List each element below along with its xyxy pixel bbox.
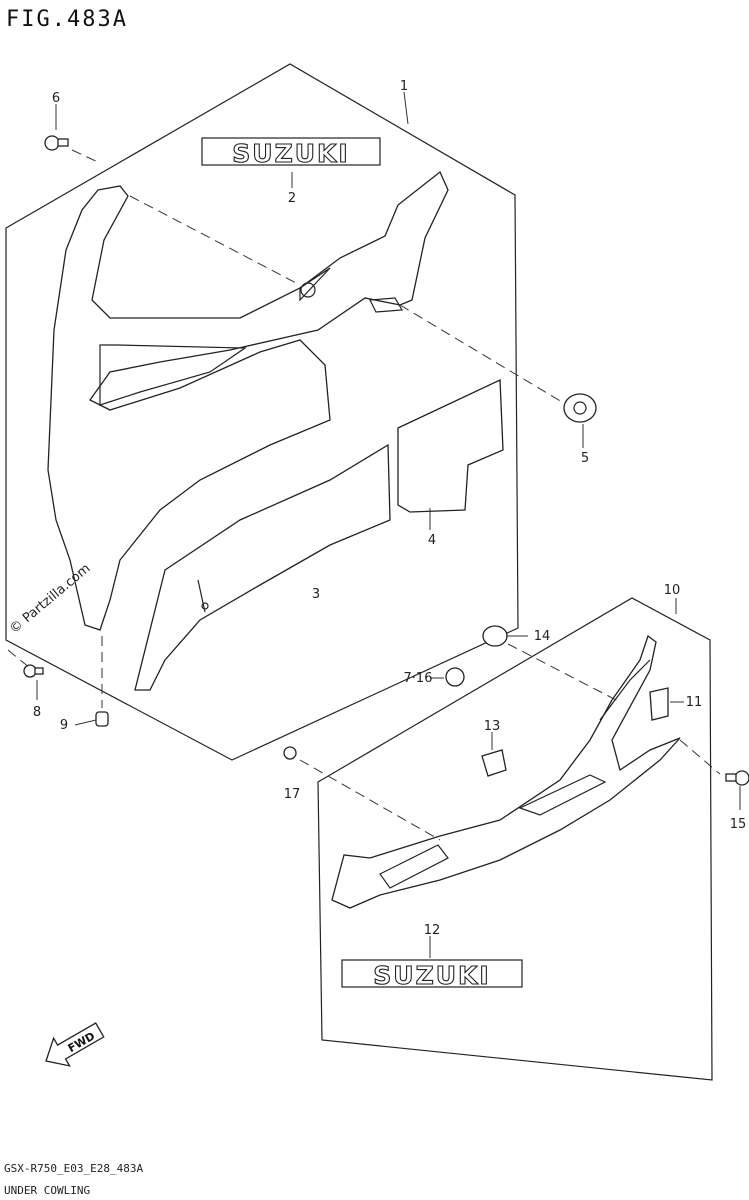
under-cowling-right-panel — [331, 634, 681, 909]
callout-5: 5 — [581, 451, 589, 466]
fwd-arrow: FWD — [45, 1022, 105, 1067]
decal-2-plate — [201, 137, 381, 166]
right-panel-edge — [599, 659, 651, 721]
assembly-outline-10 — [317, 597, 713, 1081]
callout-9: 9 — [60, 718, 68, 733]
callout-3: 3 — [312, 587, 320, 602]
callout-2: 2 — [288, 191, 296, 206]
grommet — [563, 393, 597, 423]
callout-1: 1 — [400, 79, 408, 94]
leader-8 — [7, 649, 31, 669]
figure-title: FIG.483A — [6, 7, 128, 32]
callout-6: 6 — [52, 91, 60, 106]
assembly-outline-1 — [5, 63, 519, 761]
grommet-14 — [482, 625, 508, 647]
decal-12-plate — [341, 959, 523, 988]
right-panel-recess — [379, 844, 449, 889]
clip-13 — [481, 749, 507, 777]
leader-15 — [679, 739, 721, 775]
callout-15: 15 — [730, 817, 747, 832]
cushion-pad — [397, 378, 504, 513]
leader-grommet — [129, 195, 301, 286]
callout-11: 11 — [686, 695, 703, 710]
callout-4: 4 — [428, 533, 436, 548]
grommet-hole — [300, 282, 316, 298]
nut-7-16 — [445, 667, 465, 687]
right-panel-slot — [518, 774, 607, 816]
leader-6 — [71, 149, 101, 164]
leader-17 — [299, 759, 441, 841]
under-cowling-inner-panel — [134, 443, 391, 691]
callout-13: 13 — [484, 719, 501, 734]
fastener-15-shank — [725, 773, 737, 782]
callout-7-16: 7·16 — [404, 671, 433, 686]
grommet-center — [573, 401, 587, 415]
panel-inner-recess — [99, 344, 247, 406]
figure-caption: UNDER COWLING — [4, 1184, 90, 1197]
model-code: GSX-R750_E03_E28_483A — [4, 1162, 143, 1175]
callout-17: 17 — [284, 787, 301, 802]
callout-12: 12 — [424, 923, 441, 938]
fastener-15 — [734, 770, 749, 786]
leader-line-9 — [74, 719, 97, 726]
leader-5 — [399, 304, 563, 403]
leader-14 — [507, 643, 621, 703]
screw-6-shank — [57, 138, 69, 147]
clip-9 — [95, 711, 109, 727]
screw-17 — [283, 746, 297, 760]
leader-line-1 — [403, 91, 409, 125]
panel-hole — [201, 602, 209, 610]
suzuki-decal-lower: SUZUKI — [373, 961, 490, 990]
pad-11 — [649, 687, 669, 721]
suzuki-decal-upper: SUZUKI — [232, 139, 349, 168]
callout-8: 8 — [33, 705, 41, 720]
panel-mount-tab — [299, 267, 331, 302]
panel-crease — [197, 579, 206, 613]
mount-bracket — [369, 297, 404, 313]
callout-10: 10 — [664, 583, 681, 598]
screw-8 — [23, 664, 37, 678]
callout-14: 14 — [534, 629, 551, 644]
screw-6 — [44, 135, 60, 151]
screw-8-shank — [34, 667, 44, 675]
